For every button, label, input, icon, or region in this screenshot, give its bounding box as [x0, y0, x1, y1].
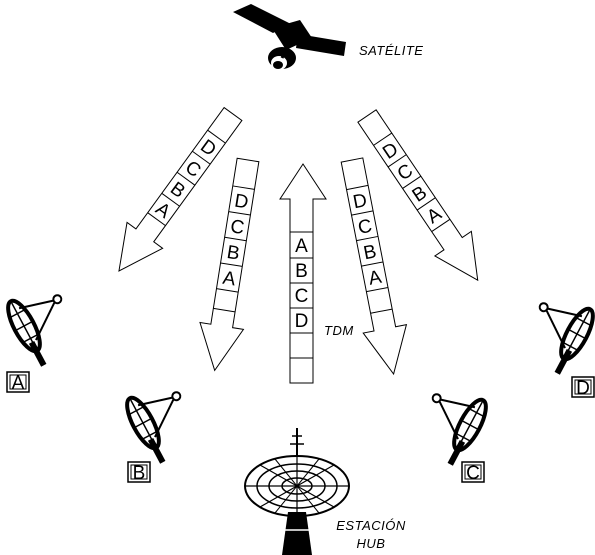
- station-d-box: D: [572, 377, 594, 399]
- hub-label-line2: HUB: [357, 536, 386, 551]
- uplink-cell-b: B: [295, 261, 308, 282]
- uplink-cell-a: A: [295, 236, 308, 257]
- downlink-arrow-c: D C B A: [330, 156, 415, 378]
- station-d-label: D: [576, 378, 590, 399]
- uplink-arrow: A B C D: [280, 164, 326, 383]
- hub-label-line1: ESTACIÓN: [336, 518, 406, 533]
- station-c-dish-icon: [409, 379, 492, 469]
- station-a-label: A: [12, 373, 25, 394]
- station-a-box: A: [7, 372, 29, 394]
- uplink-cell-c: C: [295, 286, 309, 307]
- satellite-icon: [233, 4, 346, 70]
- uplink-cell-d: D: [295, 311, 309, 332]
- satellite-label: SATÉLITE: [359, 43, 423, 58]
- station-d-dish-icon: [516, 288, 595, 378]
- station-c-box: C: [462, 462, 484, 484]
- downlink-arrow-b: D C B A: [193, 157, 270, 374]
- station-a-dish-icon: [2, 280, 85, 370]
- hub-dish-icon: [245, 428, 349, 555]
- station-b-box: B: [128, 462, 150, 484]
- station-c-label: C: [466, 463, 480, 484]
- station-b-dish-icon: [121, 377, 204, 467]
- tdm-label: TDM: [324, 323, 354, 338]
- station-b-label: B: [133, 463, 146, 484]
